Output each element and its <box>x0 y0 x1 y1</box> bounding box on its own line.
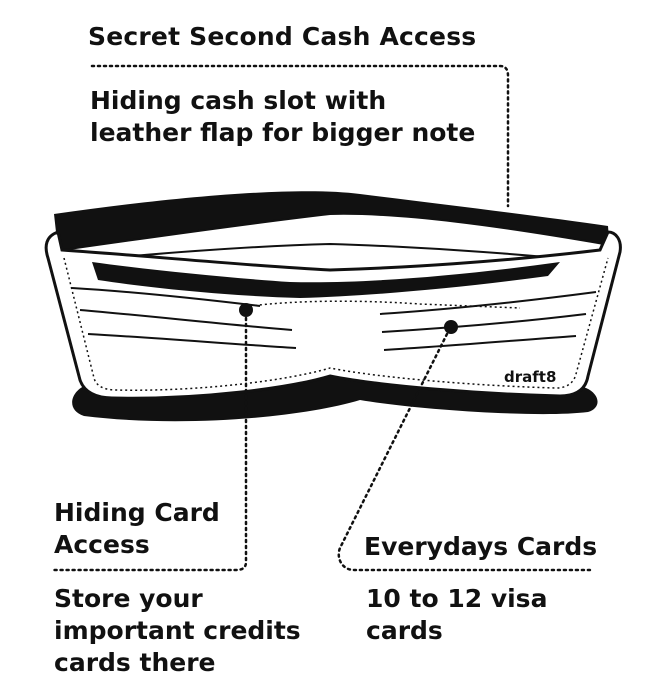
everyday-cards-body-line-2: cards <box>366 616 443 645</box>
everyday-cards-marker <box>444 320 458 334</box>
wallet-stitching <box>63 257 609 391</box>
left-card-slot-3 <box>87 333 297 349</box>
left-card-slot-1 <box>71 287 261 307</box>
brand-logo: draft8 <box>504 368 556 386</box>
hiding-card-title-line-1: Hiding Card <box>54 498 220 527</box>
leader-everyday-cards <box>337 332 592 572</box>
hiding-card-title-line-2: Access <box>54 530 150 559</box>
secret-cash-title: Secret Second Cash Access <box>88 22 477 51</box>
right-card-slot-2 <box>381 313 587 333</box>
center-stitching <box>249 300 521 309</box>
right-card-slot-3 <box>383 335 577 351</box>
leader-hiding-card <box>52 316 248 572</box>
cash-pocket-shadow <box>92 262 560 298</box>
left-card-slot-2 <box>79 309 293 331</box>
hiding-card-body-line-1: Store your <box>54 584 203 613</box>
hiding-card-body-line-2: important credits <box>54 616 301 645</box>
secret-cash-body-line-2: leather flap for bigger note <box>90 118 476 147</box>
secret-cash-body-line-1: Hiding cash slot with <box>90 86 387 115</box>
hiding-card-body-line-3: cards there <box>54 648 216 677</box>
everyday-cards-title: Everydays Cards <box>364 532 598 561</box>
hiding-card-marker <box>239 303 253 317</box>
leader-secret-cash <box>90 64 510 208</box>
everyday-cards-body-line-1: 10 to 12 visa <box>366 584 548 613</box>
right-card-slot-1 <box>379 291 597 315</box>
